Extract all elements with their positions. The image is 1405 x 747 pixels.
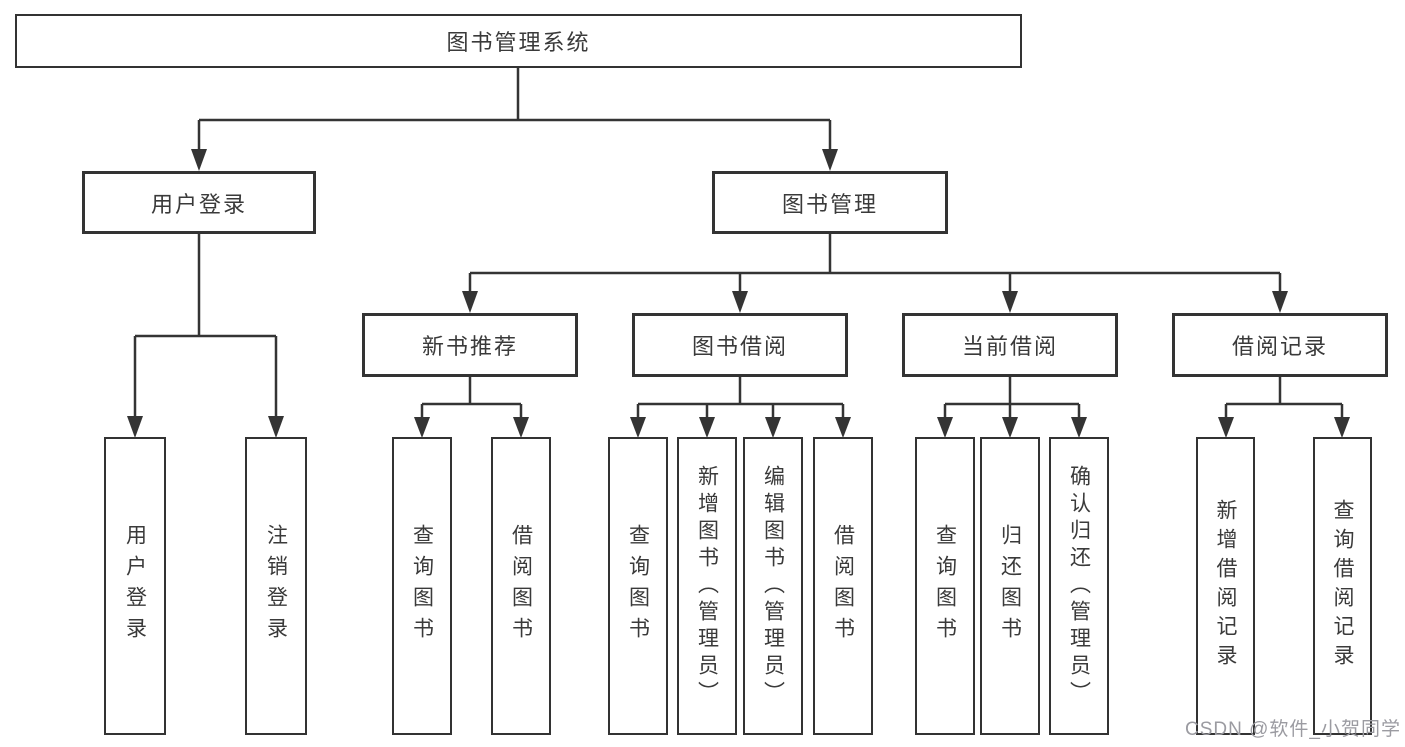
node-label: 查询图书 — [626, 524, 650, 648]
node-leaf-query-books-recommend: 查询图书 — [392, 437, 452, 735]
node-label: 图书管理系统 — [446, 30, 591, 55]
node-leaf-add-borrow-record: 新增借阅记录 — [1196, 437, 1255, 735]
node-label: 用户登录 — [123, 524, 147, 648]
node-label: 借阅图书 — [509, 524, 533, 648]
node-leaf-borrow-books-recommend: 借阅图书 — [491, 437, 551, 735]
node-leaf-edit-book-admin: 编辑图书（管理员） — [743, 437, 803, 735]
node-leaf-add-book-admin: 新增图书（管理员） — [677, 437, 737, 735]
node-label: 确认归还（管理员） — [1067, 464, 1091, 708]
node-label: 新增图书（管理员） — [695, 464, 719, 708]
node-leaf-borrow-books-borrowing: 借阅图书 — [813, 437, 873, 735]
node-leaf-query-borrow-record: 查询借阅记录 — [1313, 437, 1372, 735]
node-label: 注销登录 — [264, 524, 288, 648]
node-new-book-recommend: 新书推荐 — [362, 313, 578, 377]
node-current-borrowing: 当前借阅 — [902, 313, 1118, 377]
node-book-borrowing: 图书借阅 — [632, 313, 848, 377]
node-label: 查询图书 — [933, 524, 957, 648]
node-label: 借阅记录 — [1231, 334, 1328, 359]
node-leaf-user-login: 用户登录 — [104, 437, 166, 735]
node-leaf-logout: 注销登录 — [245, 437, 307, 735]
arrowhead-icons — [127, 149, 1350, 438]
node-label: 当前借阅 — [961, 334, 1058, 359]
node-label: 查询图书 — [410, 524, 434, 648]
node-label: 归还图书 — [998, 524, 1022, 648]
node-leaf-return-books: 归还图书 — [980, 437, 1040, 735]
node-root-library-system: 图书管理系统 — [15, 14, 1022, 68]
node-borrow-records: 借阅记录 — [1172, 313, 1388, 377]
csdn-watermark: CSDN @软件_小贺同学 — [1185, 719, 1401, 740]
node-label: 用户登录 — [150, 191, 247, 217]
node-leaf-confirm-return-admin: 确认归还（管理员） — [1049, 437, 1109, 735]
node-label: 查询借阅记录 — [1331, 499, 1354, 673]
node-label: 图书借阅 — [691, 334, 788, 359]
node-label: 新书推荐 — [421, 334, 518, 359]
node-leaf-query-books-borrowing: 查询图书 — [608, 437, 668, 735]
node-label: 编辑图书（管理员） — [761, 464, 785, 708]
node-label: 借阅图书 — [831, 524, 855, 648]
node-label: 图书管理 — [781, 191, 878, 217]
node-label: 新增借阅记录 — [1214, 499, 1237, 673]
node-user-login: 用户登录 — [82, 171, 316, 234]
node-book-management: 图书管理 — [712, 171, 948, 234]
node-leaf-query-books-current: 查询图书 — [915, 437, 975, 735]
